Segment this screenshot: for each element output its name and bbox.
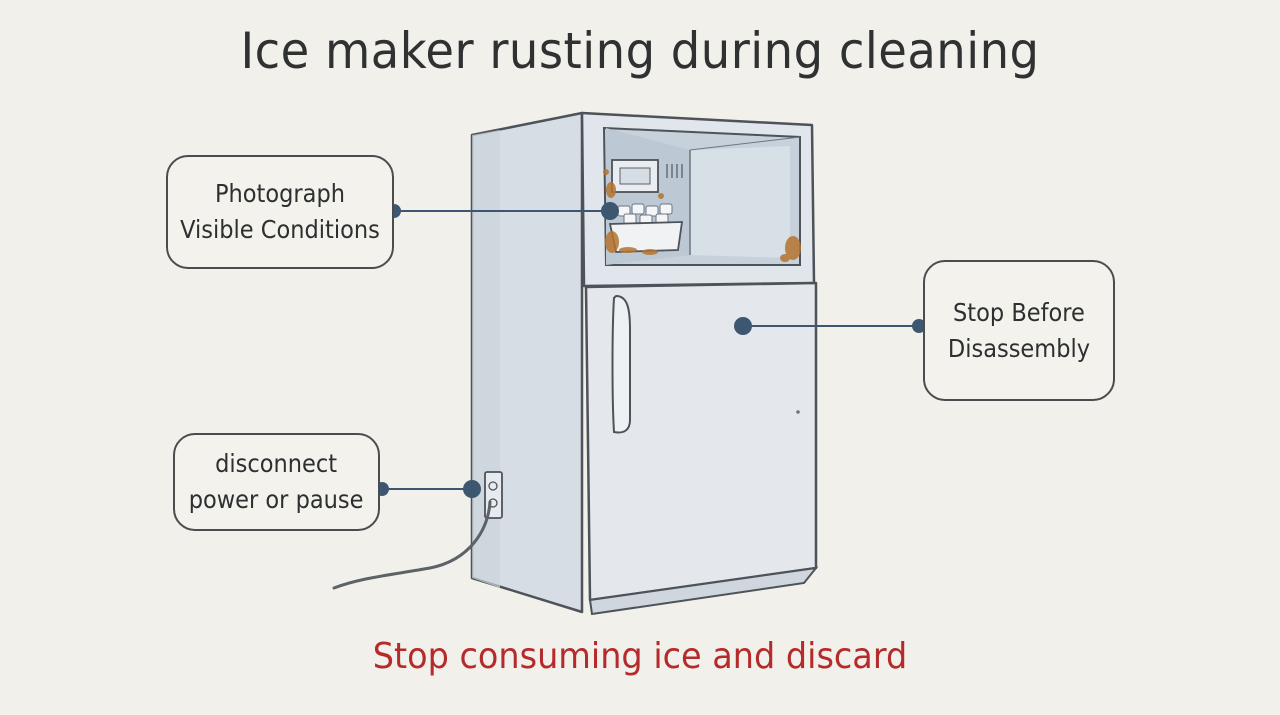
warning-footer: Stop consuming ice and discard bbox=[372, 636, 908, 677]
door-handle bbox=[611, 294, 631, 434]
callout-photograph-conditions: Photograph Visible Conditions bbox=[166, 155, 394, 269]
callout-stop-before-disassembly: Stop Before Disassembly bbox=[923, 260, 1115, 401]
connector-dot-stop-end bbox=[912, 319, 926, 333]
connector-dot-photograph-end bbox=[601, 202, 619, 220]
power-cord bbox=[332, 500, 492, 590]
connector-dot-stop-start bbox=[734, 317, 752, 335]
fridge-base bbox=[588, 566, 819, 616]
callout-disconnect-label: disconnect power or pause bbox=[189, 449, 364, 514]
rust-stains bbox=[603, 169, 801, 262]
callout-disconnect-power: disconnect power or pause bbox=[173, 433, 380, 531]
ice-bin bbox=[608, 221, 684, 253]
callout-stop-label: Stop Before Disassembly bbox=[947, 297, 1091, 363]
callout-photograph-label: Photograph Visible Conditions bbox=[180, 179, 380, 244]
connector-dot-disconnect-end bbox=[463, 480, 481, 498]
diagram-title: Ice maker rusting during cleaning bbox=[240, 22, 1040, 80]
